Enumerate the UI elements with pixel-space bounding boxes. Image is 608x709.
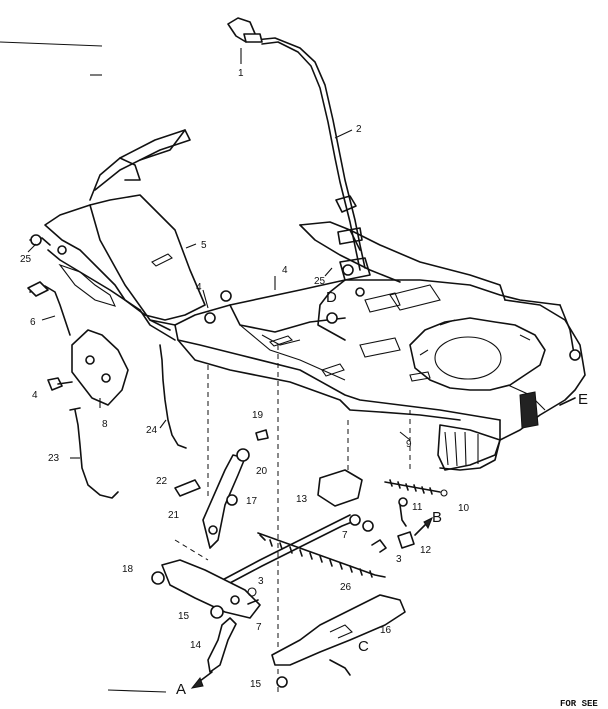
connector-letters: A B C D E [176,289,588,698]
rule-mark [107,689,167,693]
callout-24: 24 [146,425,158,436]
callout-15: 15 [178,611,190,622]
callout-2: 2 [356,124,362,135]
callout-4: 4 [282,265,288,276]
callout-16: 16 [380,625,392,636]
callout-leaders [27,48,411,459]
callout-25: 25 [314,276,326,287]
callout-4: 4 [196,282,202,293]
callout-22: 22 [156,476,168,487]
callout-21: 21 [168,510,180,521]
callout-9: 9 [406,439,412,450]
callout-12: 12 [420,545,432,556]
rod-24 [159,344,187,449]
callout-26: 26 [340,582,352,593]
connector-d: D [326,289,337,306]
callout-3: 3 [396,554,402,565]
connector-c: C [358,638,369,655]
callout-3: 3 [258,576,264,587]
callout-7: 7 [342,530,348,541]
callout-10: 10 [458,503,470,514]
rod-23-hook [69,407,81,411]
callout-14: 14 [190,640,202,651]
left-bracket-assembly [27,234,129,406]
callout-23: 23 [48,453,60,464]
rule-mark [0,41,103,47]
callout-4: 4 [32,390,38,401]
callout-7: 7 [256,622,262,633]
rod-23 [74,409,119,499]
connector-e: E [578,391,588,408]
callout-1: 1 [238,68,244,79]
callout-19: 19 [252,410,264,421]
callout-17: 17 [246,496,258,507]
callout-15: 15 [250,679,262,690]
callout-11: 11 [412,502,423,513]
callout-labels: 1 2 25 5 4 4 25 6 4 8 24 23 9 19 20 22 1… [20,68,470,690]
connector-arrows [190,397,576,689]
callout-13: 13 [296,494,308,505]
callout-18: 18 [122,564,134,575]
lower-linkage [151,429,448,688]
footer-note: FOR SEE [560,699,598,709]
callout-6: 6 [30,317,36,328]
callout-20: 20 [256,466,268,477]
callout-25: 25 [20,254,32,265]
chassis-frame [44,129,586,471]
callout-8: 8 [102,419,108,430]
connector-a: A [176,681,186,698]
control-lever [227,17,371,281]
callout-5: 5 [201,240,207,251]
connector-b: B [432,509,442,526]
